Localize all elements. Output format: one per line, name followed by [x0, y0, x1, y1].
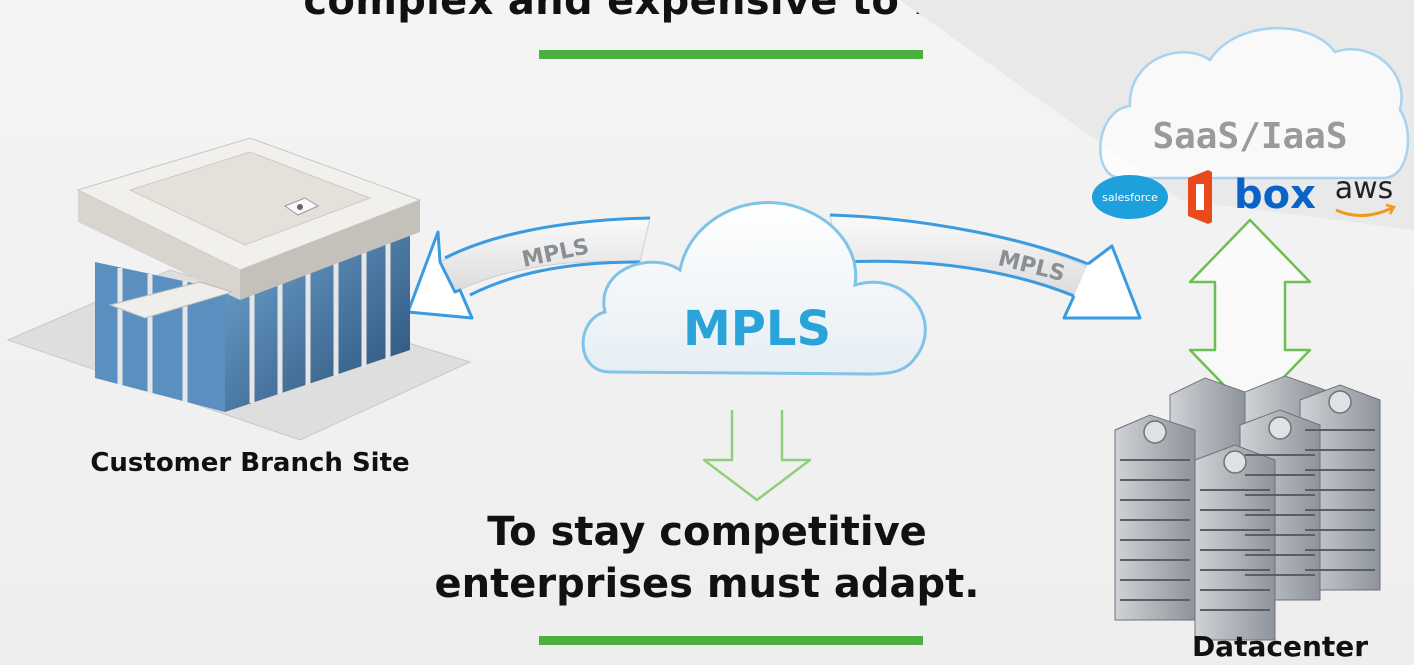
saas-cloud-label: SaaS/IaaS — [1152, 116, 1347, 157]
salesforce-text: salesforce — [1102, 191, 1158, 204]
bottom-accent-bar — [539, 636, 923, 645]
mpls-cloud — [581, 201, 927, 376]
top-accent-bar — [539, 50, 923, 59]
aws-text: aws — [1335, 171, 1394, 206]
bottom-heading-line2: enterprises must adapt. — [434, 561, 980, 607]
bottom-heading-line1: To stay competitive — [487, 509, 927, 555]
aws-logo: aws — [1335, 171, 1396, 217]
right-mpls-link — [829, 213, 1142, 320]
saas-cloud — [1099, 26, 1410, 180]
right-arrow-head — [1062, 244, 1142, 320]
branch-site-label: Customer Branch Site — [90, 448, 410, 478]
left-mpls-link — [406, 216, 651, 320]
branch-building-icon — [6, 137, 472, 441]
mpls-cloud-label: MPLS — [683, 301, 831, 357]
box-logo: box — [1234, 172, 1316, 218]
down-arrow — [702, 410, 812, 502]
bottom-heading: To stay competitive enterprises must ada… — [0, 506, 1414, 610]
datacenter-label: Datacenter — [1191, 630, 1369, 663]
salesforce-logo: salesforce — [1092, 175, 1168, 219]
office-icon — [1188, 170, 1212, 224]
datacenter-icon — [1114, 375, 1381, 641]
